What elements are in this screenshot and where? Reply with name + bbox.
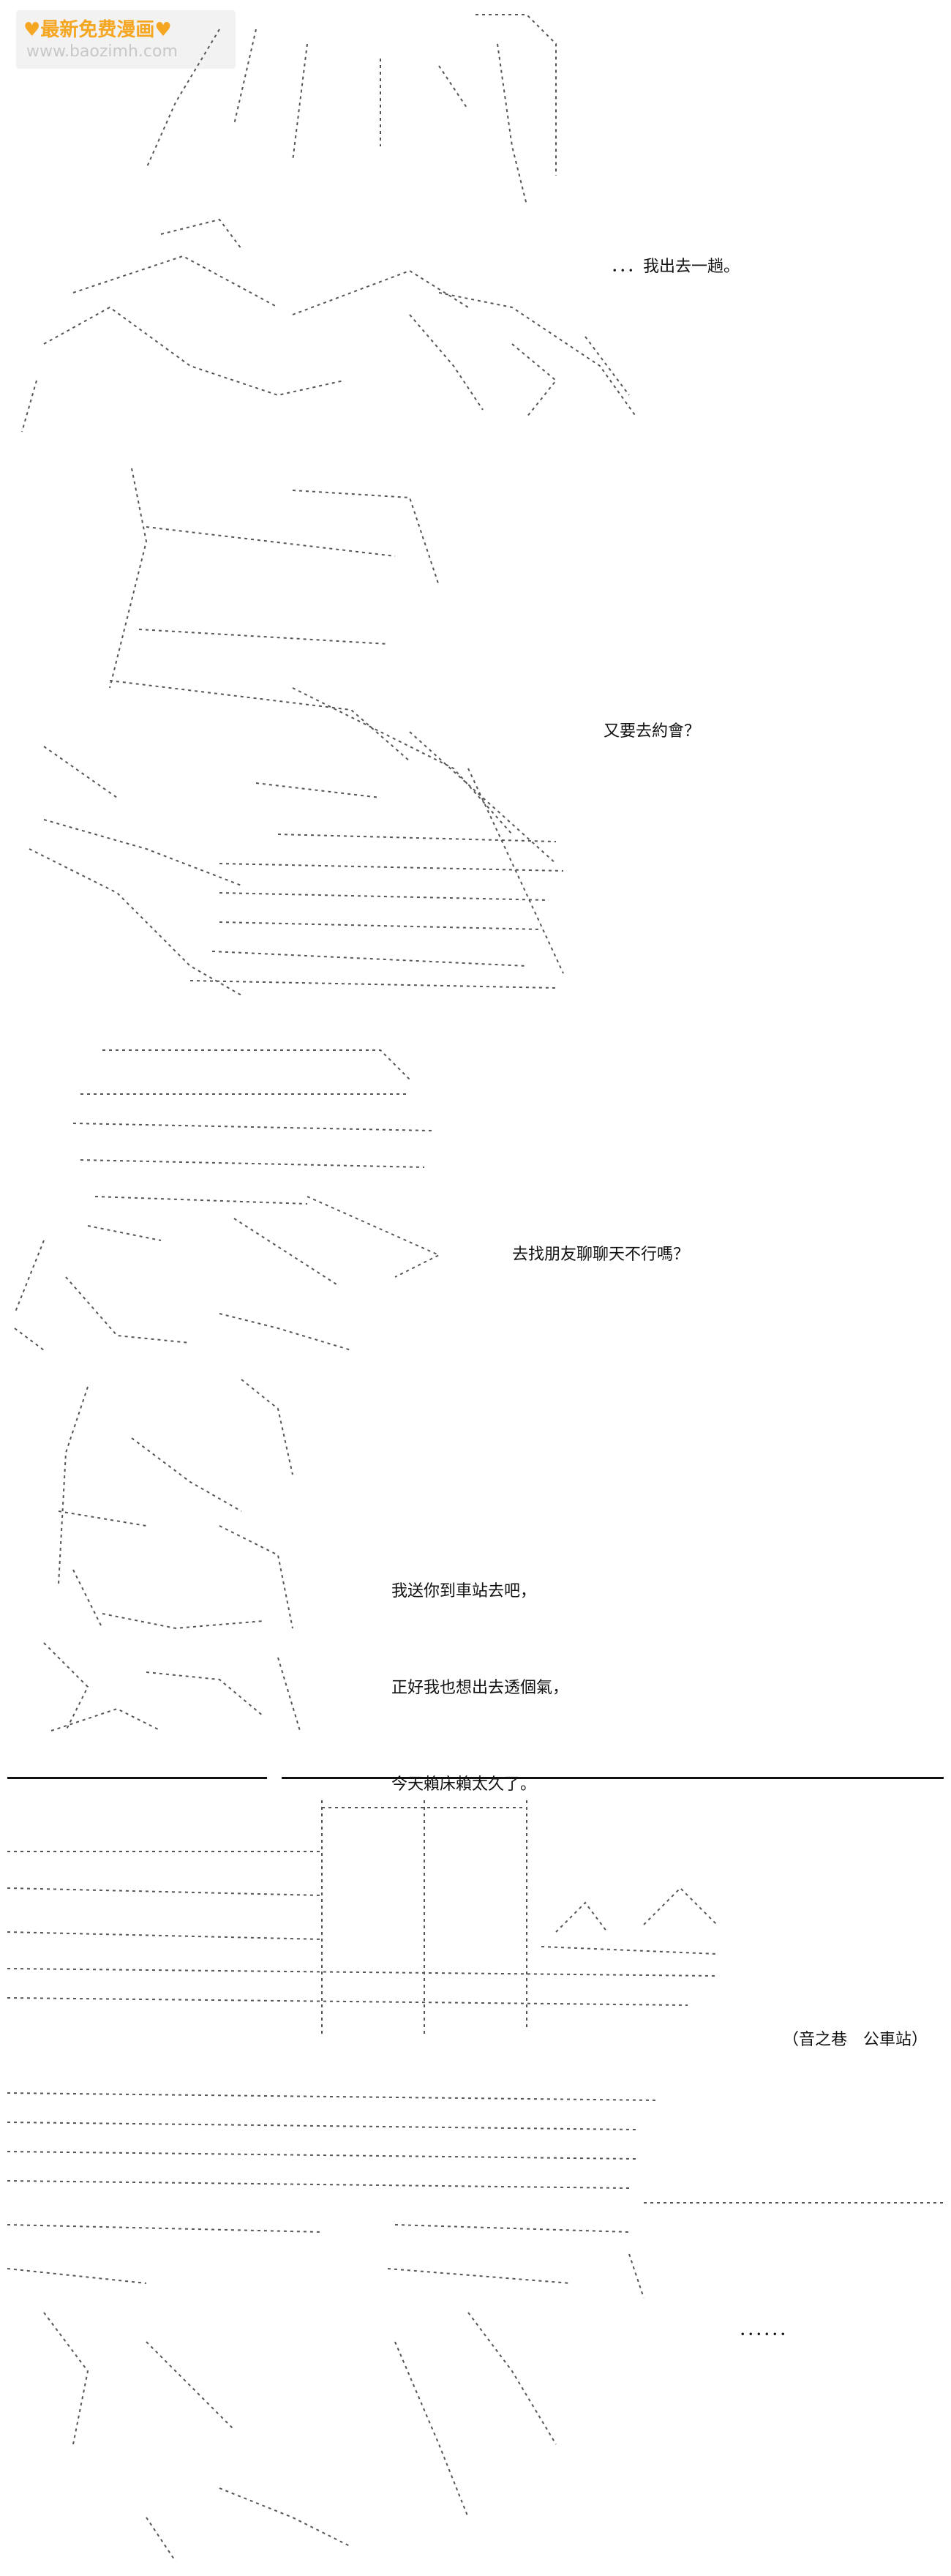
dialog-panel-3: 去找朋友聊聊天不行嗎？	[512, 1175, 689, 1303]
dialog-line: 正好我也想出去透個氣，	[391, 1679, 569, 1697]
dialog-line: ．．．．．．	[739, 2321, 796, 2340]
panel-3-art	[0, 1036, 951, 1358]
panel-4-art	[0, 1365, 951, 1745]
watermark-title: ♥最新免费漫画♥	[23, 19, 172, 41]
dialog-panel-4: 我送你到車站去吧， 正好我也想出去透個氣， 今天賴床賴太久了。	[391, 1511, 568, 1833]
divider-right	[282, 1777, 944, 1779]
panel-2-art	[0, 454, 951, 1017]
dialog-line: 去找朋友聊聊天不行嗎？	[512, 1246, 690, 1264]
dialog-line: ．．．我出去一趟。	[611, 258, 740, 276]
dialog-line: 又要去約會？	[604, 722, 701, 741]
panel-1-art	[0, 0, 951, 439]
dialog-panel-5: ．．．．．．	[739, 2250, 795, 2379]
panel-5-art	[0, 1786, 951, 2576]
watermark: ♥最新免费漫画♥ www.baozimh.com	[16, 10, 236, 69]
heart-icon: ♥	[23, 19, 41, 41]
location-caption: （音之巷 公車站）	[783, 1960, 928, 2089]
dialog-line: （音之巷 公車站）	[783, 2031, 928, 2049]
watermark-url: www.baozimh.com	[26, 42, 178, 61]
divider-left	[7, 1777, 267, 1779]
dialog-panel-1: ．．．我出去一趟。	[611, 187, 740, 315]
dialog-panel-2: 又要去約會？	[604, 651, 700, 780]
dialog-line: 我送你到車站去吧，	[391, 1582, 537, 1600]
